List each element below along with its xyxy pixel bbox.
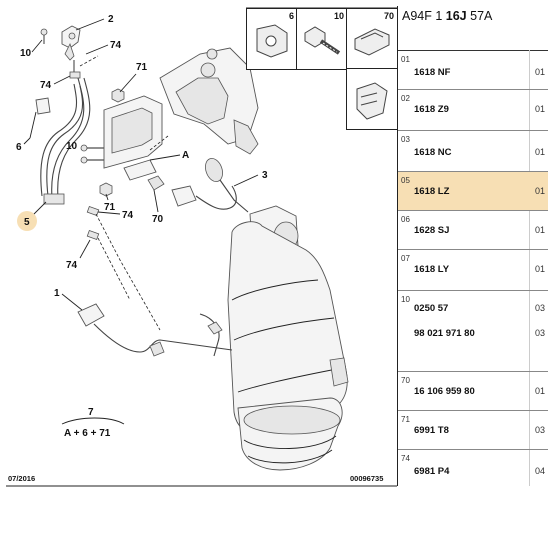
parts-list: A94F 1 16J 57A 01 1618 NF 01 02 1618 Z9 … (397, 6, 548, 486)
callout-10-middle: 10 (66, 141, 78, 152)
row-index: 71 (401, 415, 410, 424)
thumbnail-70: 70 (346, 8, 398, 70)
part-qty: 01 (535, 186, 546, 196)
part-qty: 01 (535, 264, 546, 274)
assembly-formula: A + 6 + 71 (64, 428, 111, 439)
part-qty: 03 (535, 303, 546, 313)
part-number: 6981 P4 (414, 466, 450, 477)
engine-mount-bracket (159, 47, 259, 155)
part-number: 1618 Z9 (414, 104, 449, 115)
part-qty: 03 (535, 328, 546, 338)
part-number: 1618 NC (414, 147, 452, 158)
part-number: 98 021 971 80 (414, 328, 475, 339)
callout-3: 3 (262, 170, 268, 181)
callout-74-top: 74 (110, 40, 122, 51)
callout-74-left: 74 (40, 80, 52, 91)
callout-74-bottom: 74 (66, 260, 78, 271)
thumbnail-6-number: 6 (288, 11, 294, 21)
part-71-nuts (99, 88, 125, 197)
part-5-pressure-hoses (40, 77, 91, 205)
part-qty: 01 (535, 386, 546, 396)
diagram-reference-suffix: 57A (466, 9, 493, 23)
parts-list-header: A94F 1 16J 57A (398, 6, 548, 51)
parts-row-02[interactable]: 02 1618 Z9 01 (398, 90, 548, 131)
part-qty: 04 (535, 466, 546, 476)
row-index: 03 (401, 135, 410, 144)
part-7-particle-filter (227, 205, 349, 471)
footer-code: 00096735 (350, 474, 384, 483)
callout-71-top: 71 (136, 62, 148, 73)
callout-5: 5 (24, 217, 30, 228)
part-10-screw-top (40, 28, 48, 44)
highlight-marker (17, 211, 37, 231)
parts-row-06[interactable]: 06 1628 SJ 01 (398, 211, 548, 250)
parts-row-74[interactable]: 74 6981 P4 04 (398, 450, 548, 492)
clip-icon (354, 28, 390, 56)
part-qty: 01 (535, 67, 546, 77)
row-index: 06 (401, 215, 410, 224)
diagram-reference-code: 16J (445, 9, 467, 23)
part-74-clip-top (69, 55, 99, 79)
parts-row-70[interactable]: 70 16 106 959 80 01 (398, 372, 548, 411)
callout-A: A (182, 150, 189, 161)
part-70-clip (147, 175, 165, 191)
part-qty: 03 (535, 425, 546, 435)
part-number: 1618 LZ (414, 186, 450, 197)
part-1-sensor (77, 303, 233, 357)
part-number: 1618 LY (414, 264, 450, 275)
part-number: 16 106 959 80 (414, 386, 475, 397)
thumbnail-10-number: 10 (333, 11, 344, 21)
diagram-reference-prefix: A94F 1 (402, 9, 446, 23)
thumbnail-10: 10 (296, 8, 348, 70)
row-index: 70 (401, 376, 410, 385)
thumbnail-70-number: 70 (383, 11, 394, 21)
diagram-reference: A94F 1 16J 57A (402, 9, 492, 23)
callout-6: 6 (16, 142, 22, 153)
part-6-rubber-block (29, 97, 51, 139)
callouts: 2 10 74 74 71 6 10 A 3 71 70 74 (16, 14, 268, 439)
parts-row-05[interactable]: 05 1618 LZ 01 (398, 172, 548, 211)
footer-date: 07/2016 (8, 474, 36, 483)
qty-column-separator (529, 50, 530, 486)
part-qty: 01 (535, 147, 546, 157)
part-number: 6991 T8 (414, 425, 449, 436)
parts-row-01[interactable]: 01 1618 NF 01 (398, 51, 548, 90)
row-index: 10 (401, 295, 410, 304)
parts-row-71[interactable]: 71 6991 T8 03 (398, 411, 548, 450)
part-number: 0250 57 (414, 303, 449, 314)
parts-row-03[interactable]: 03 1618 NC 01 (398, 131, 548, 172)
row-index: 01 (401, 55, 410, 64)
detail-thumbnails: 6 10 70 (246, 8, 398, 130)
callout-71-middle: 71 (104, 202, 116, 213)
callout-10-top: 10 (20, 48, 32, 59)
part-10-screws-middle (80, 144, 104, 164)
thumbnail-70-side (346, 68, 398, 130)
part-qty: 01 (535, 104, 546, 114)
row-index: 74 (401, 454, 410, 463)
part-number: 1618 NF (414, 67, 451, 78)
mounting-bracket (103, 95, 169, 181)
parts-row-07[interactable]: 07 1618 LY 01 (398, 250, 548, 291)
part-2-sensor-bracket (61, 25, 81, 72)
thumbnail-6: 6 (246, 8, 298, 70)
callout-74-right: 74 (122, 210, 134, 221)
bracket-icon (256, 24, 288, 58)
callout-2: 2 (108, 14, 114, 25)
screw-icon (304, 26, 341, 55)
part-3-temperature-sensor (171, 157, 249, 213)
parts-row-10[interactable]: 10 0250 57 03 98 021 971 80 03 (398, 291, 548, 372)
row-index: 07 (401, 254, 410, 263)
part-qty: 01 (535, 225, 546, 235)
part-number: 1628 SJ (414, 225, 450, 236)
row-index: 05 (401, 176, 410, 185)
callout-7: 7 (88, 407, 94, 418)
part-74-clips-lower (86, 205, 161, 331)
callout-1: 1 (54, 288, 60, 299)
callout-70: 70 (152, 214, 164, 225)
row-index: 02 (401, 94, 410, 103)
clip-side-icon (356, 82, 388, 120)
